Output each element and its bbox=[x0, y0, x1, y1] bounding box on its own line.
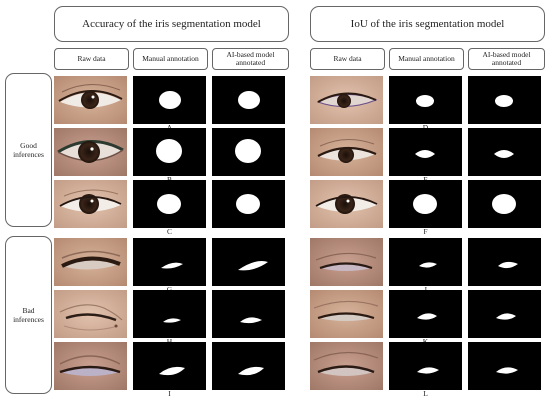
ai-mask-a bbox=[212, 76, 285, 124]
label-l: L bbox=[423, 389, 428, 398]
header-manual-annotation-right: Manual annotation bbox=[389, 48, 464, 70]
header-raw-data-right: Raw data bbox=[310, 48, 385, 70]
manual-mask-f bbox=[389, 180, 462, 228]
ai-mask-d bbox=[468, 76, 541, 124]
label-h: H bbox=[133, 338, 206, 346]
manual-mask-b bbox=[133, 128, 206, 176]
ai-mask-c bbox=[212, 180, 285, 228]
ai-mask-i bbox=[212, 342, 285, 390]
manual-mask-e bbox=[389, 128, 462, 176]
raw-eye-image-k bbox=[310, 290, 383, 338]
ai-mask-h bbox=[212, 290, 285, 338]
manual-mask-c bbox=[133, 180, 206, 228]
raw-eye-image-b bbox=[54, 128, 127, 176]
header-raw-data-left: Raw data bbox=[54, 48, 129, 70]
raw-eye-image-a bbox=[54, 76, 127, 124]
raw-eye-image-h bbox=[54, 290, 127, 338]
label-i: I bbox=[168, 389, 171, 398]
header-manual-annotation-left: Manual annotation bbox=[133, 48, 208, 70]
raw-eye-image-f bbox=[310, 180, 383, 228]
ai-mask-l bbox=[468, 342, 541, 390]
manual-mask-j bbox=[389, 238, 462, 286]
ai-mask-b bbox=[212, 128, 285, 176]
raw-eye-image-c bbox=[54, 180, 127, 228]
ai-mask-e bbox=[468, 128, 541, 176]
ai-mask-g bbox=[212, 238, 285, 286]
label-f: F bbox=[423, 227, 428, 236]
panel-title-iou-text: IoU of the iris segmentation model bbox=[350, 18, 505, 30]
label-k: K bbox=[389, 338, 462, 346]
raw-eye-image-e bbox=[310, 128, 383, 176]
manual-mask-l bbox=[389, 342, 462, 390]
label-j: J bbox=[389, 286, 462, 294]
manual-mask-h bbox=[133, 290, 206, 338]
raw-eye-image-g bbox=[54, 238, 127, 286]
raw-eye-image-d bbox=[310, 76, 383, 124]
manual-mask-i bbox=[133, 342, 206, 390]
manual-mask-d bbox=[389, 76, 462, 124]
ai-mask-j bbox=[468, 238, 541, 286]
label-e: E bbox=[389, 176, 462, 184]
manual-mask-a bbox=[133, 76, 206, 124]
label-a: A bbox=[133, 124, 206, 132]
label-d: D bbox=[389, 124, 462, 132]
ai-mask-f bbox=[468, 180, 541, 228]
panel-title-iou: IoU of the iris segmentation model bbox=[310, 6, 545, 42]
panel-title-accuracy-text: Accuracy of the iris segmentation model bbox=[82, 18, 261, 30]
manual-mask-k bbox=[389, 290, 462, 338]
label-c: C bbox=[166, 227, 172, 236]
panel-title-accuracy: Accuracy of the iris segmentation model bbox=[54, 6, 289, 42]
raw-eye-image-l bbox=[310, 342, 383, 390]
header-ai-annotated-left: AI-based model annotated bbox=[212, 48, 289, 70]
raw-eye-image-j bbox=[310, 238, 383, 286]
label-g: G bbox=[133, 286, 206, 294]
header-ai-annotated-right: AI-based model annotated bbox=[468, 48, 545, 70]
label-b: B bbox=[133, 176, 206, 184]
raw-eye-image-i bbox=[54, 342, 127, 390]
ai-mask-k bbox=[468, 290, 541, 338]
manual-mask-g bbox=[133, 238, 206, 286]
